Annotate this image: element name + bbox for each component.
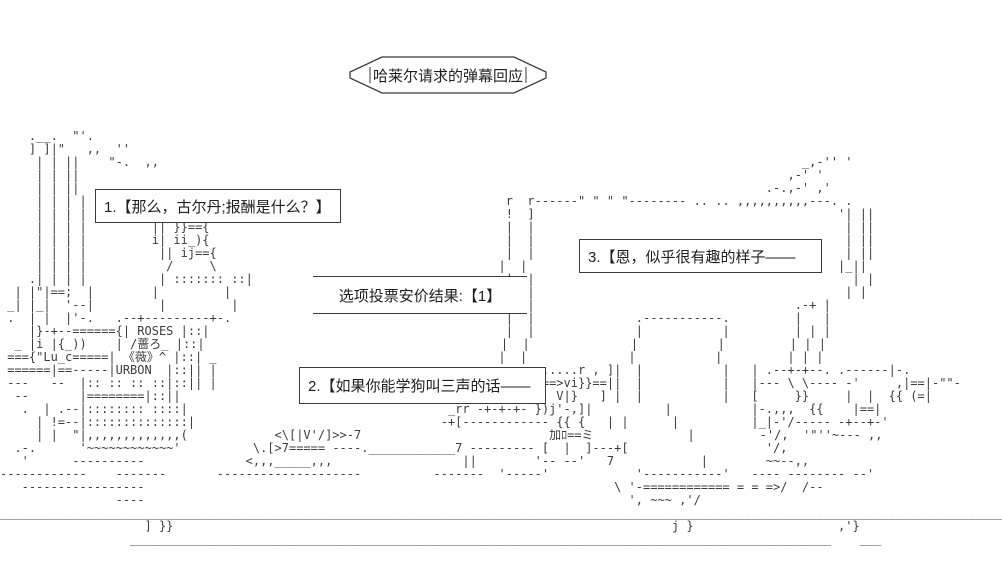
vote-result-text: 选项投票安价结果:【1】 [338,287,502,305]
option-2-label: 2.【如果你能学狗叫三声的话—— [308,378,531,395]
option-3-box: 3.【恩，似乎很有趣的样子—— [579,239,822,273]
option-2-box: 2.【如果你能学狗叫三声的话—— [299,367,546,404]
page-title: 哈莱尔请求的弹幕回应 [372,67,523,85]
title-octagon-border [349,56,547,94]
option-1-box: 1.【那么，古尔丹;报酬是什么？】 [95,189,341,223]
option-3-label: 3.【恩，似乎很有趣的样子—— [588,248,796,266]
title-box: 哈莱尔请求的弹幕回应 [348,55,548,95]
vote-result-caption: 选项投票安价结果:【1】 [313,276,527,314]
option-1-label: 1.【那么，古尔丹;报酬是什么？】 [104,198,331,216]
ascii-art-scene: .__. "'. ] ]|" ,, '' | | || "-. ,, _,-''… [0,129,1002,546]
